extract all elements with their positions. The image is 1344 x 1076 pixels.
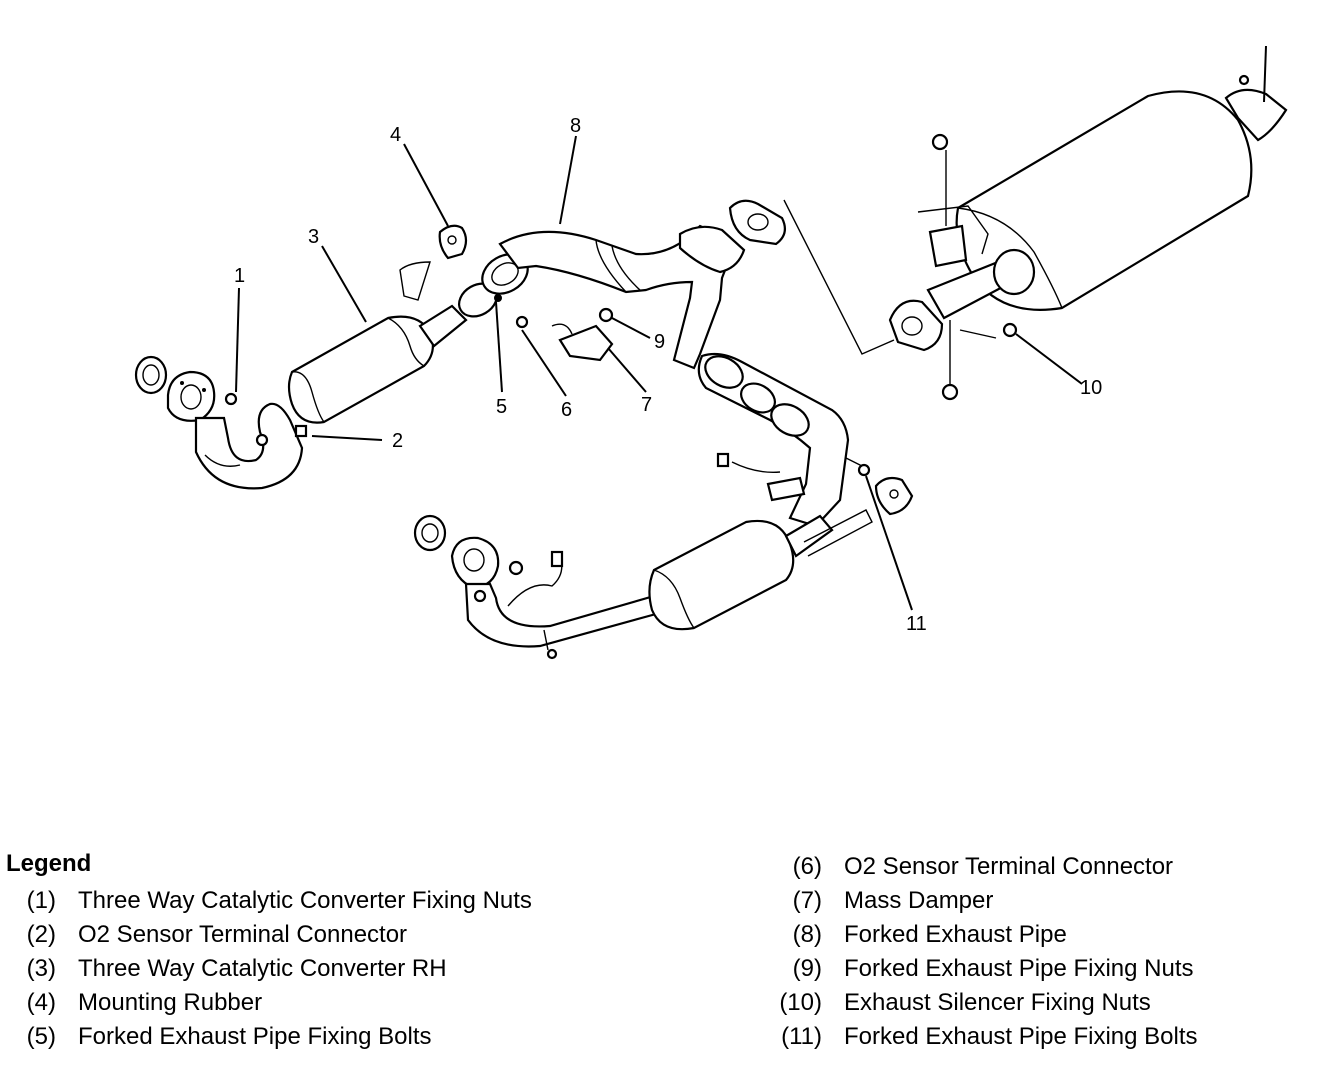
catalytic-converter-lh: [413, 452, 873, 660]
mass-damper: [558, 324, 614, 362]
callout-2: 2: [392, 430, 403, 452]
callout-labels: 1 2 3 4 5 6 7 8 9 10 11: [234, 115, 1102, 635]
legend-column-left: (1)Three Way Catalytic Converter Fixing …: [0, 884, 532, 1054]
callout-3: 3: [308, 226, 319, 248]
callout-1: 1: [234, 265, 245, 287]
legend-item: (10)Exhaust Silencer Fixing Nuts: [779, 989, 1151, 1016]
legend-item: (11)Forked Exhaust Pipe Fixing Bolts: [781, 1023, 1198, 1050]
fixing-nut-9: [598, 307, 614, 323]
mounting-rubber: [438, 224, 468, 260]
callout-10: 10: [1080, 377, 1102, 399]
legend-title: Legend: [6, 850, 92, 877]
front-flange: [728, 199, 787, 246]
legend-item: (5)Forked Exhaust Pipe Fixing Bolts: [26, 1023, 432, 1050]
legend-item: (7)Mass Damper: [792, 887, 994, 914]
callout-6: 6: [561, 399, 572, 421]
legend-item: (9)Forked Exhaust Pipe Fixing Nuts: [792, 955, 1194, 982]
exhaust-system-diagram: 1 2 3 4 5 6 7 8 9 10 11: [134, 45, 1288, 660]
legend-item: (8)Forked Exhaust Pipe: [792, 921, 1067, 948]
mounting-rubber-lower: [874, 476, 914, 516]
legend-column-right: (6)O2 Sensor Terminal Connector (7)Mass …: [766, 850, 1198, 1054]
callout-11: 11: [906, 613, 927, 635]
legend-item: (2)O2 Sensor Terminal Connector: [26, 921, 408, 948]
legend-item: (1)Three Way Catalytic Converter Fixing …: [26, 887, 532, 914]
leader-lines: [235, 135, 1083, 611]
callout-9: 9: [654, 331, 665, 353]
callout-8: 8: [570, 115, 581, 137]
forked-exhaust-pipe: [498, 224, 850, 528]
catalytic-converter-rh: [134, 261, 468, 490]
legend-item: (4)Mounting Rubber: [26, 989, 263, 1016]
exhaust-silencer: [888, 45, 1288, 401]
legend-item: (6)O2 Sensor Terminal Connector: [792, 853, 1174, 880]
callout-4: 4: [390, 124, 401, 146]
forked-pipe-joint: [458, 253, 529, 329]
callout-7: 7: [641, 394, 652, 416]
callout-5: 5: [496, 396, 507, 418]
legend-item: (3)Three Way Catalytic Converter RH: [26, 955, 447, 982]
